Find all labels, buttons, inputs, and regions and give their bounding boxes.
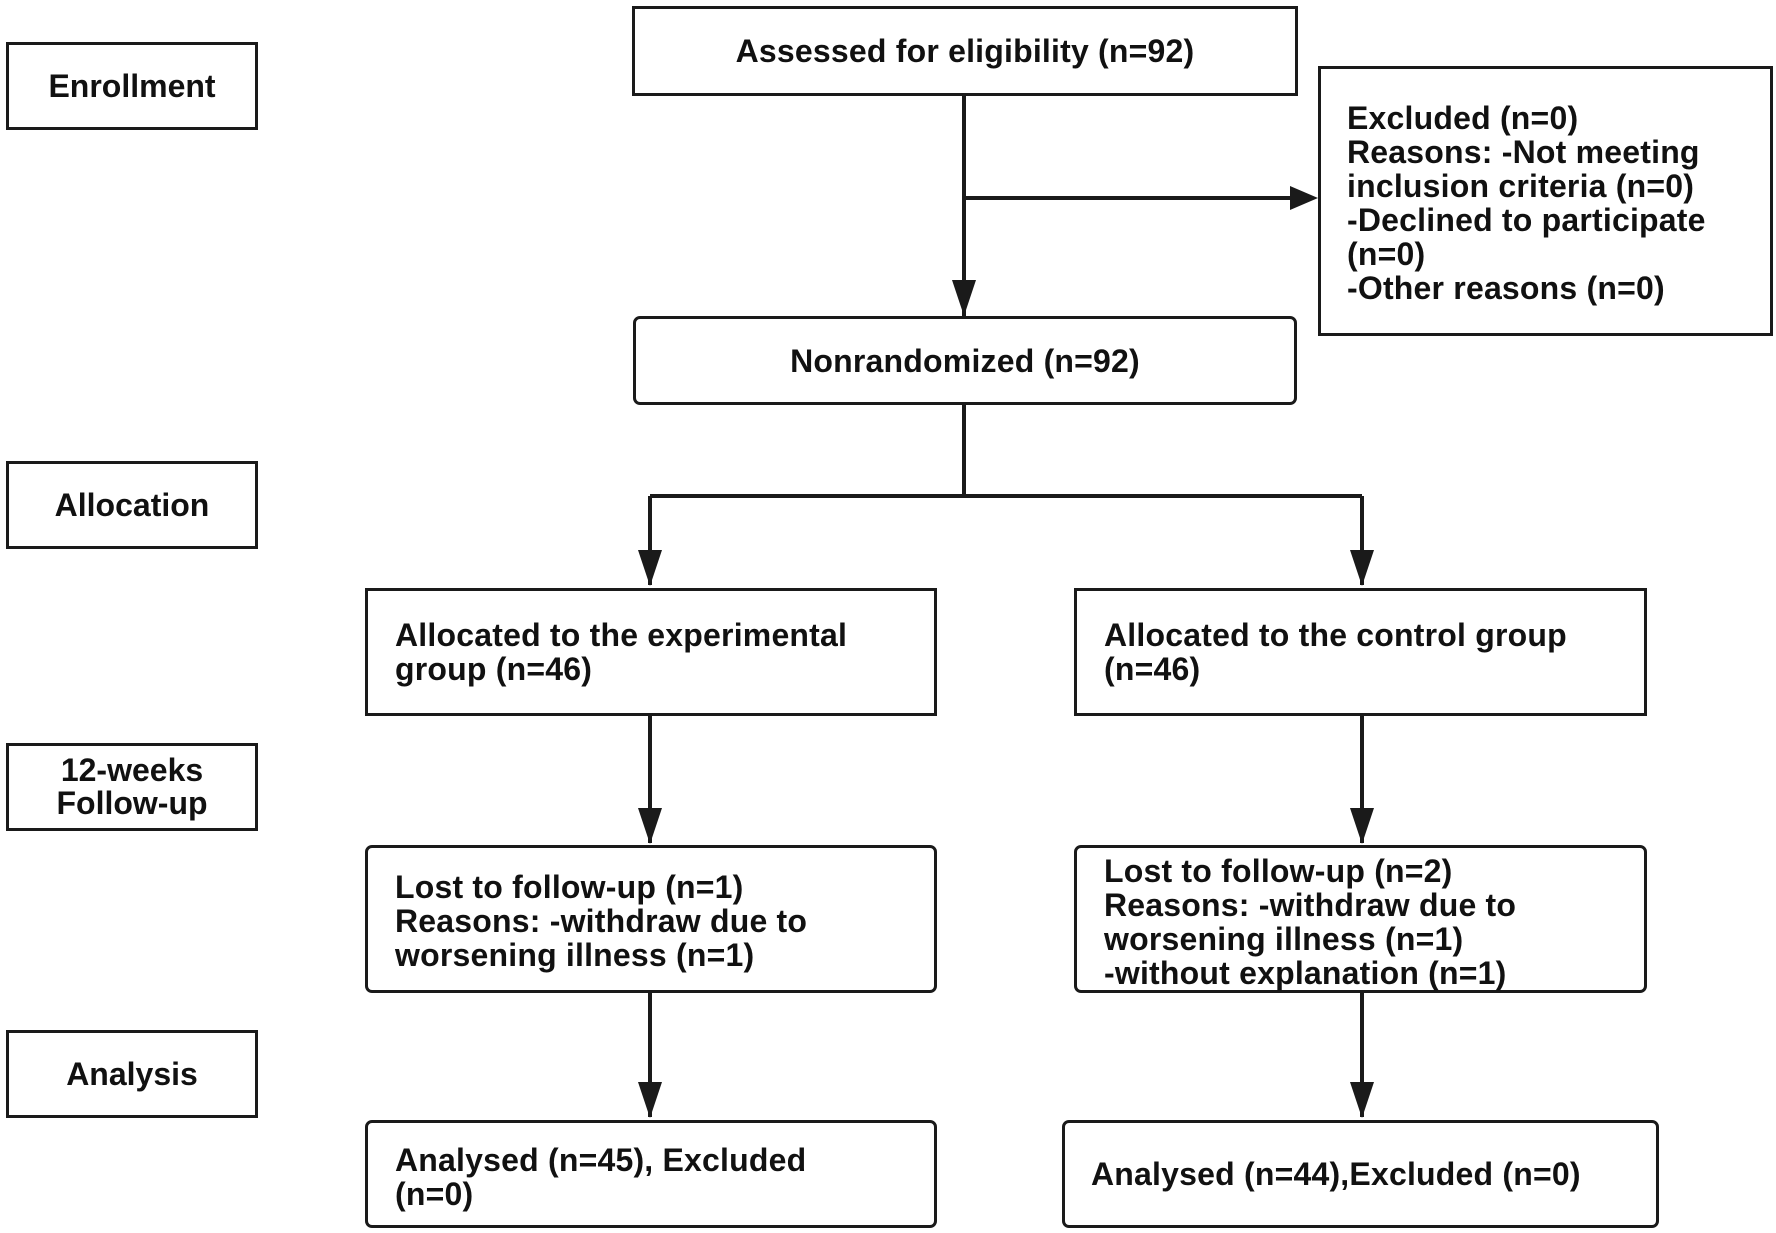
- experimental-analysed-line: Analysed (n=45), Excluded: [395, 1142, 807, 1178]
- stage-enrollment: Enrollment: [6, 42, 258, 130]
- nonrandomized-box: Nonrandomized (n=92): [633, 316, 1297, 405]
- experimental-lost-line: Lost to follow-up (n=1): [395, 869, 744, 905]
- nonrandomized-text: Nonrandomized (n=92): [790, 342, 1140, 379]
- stage-label: 12-weeks: [60, 752, 204, 788]
- arrowhead: [638, 550, 662, 586]
- assessed-box: Assessed for eligibility (n=92): [632, 6, 1298, 96]
- excluded-line: (n=0): [1347, 236, 1426, 272]
- arrowhead: [638, 1082, 662, 1118]
- excluded-box: Excluded (n=0) Reasons: -Not meeting inc…: [1318, 66, 1773, 336]
- stage-analysis: Analysis: [6, 1030, 258, 1118]
- control-allocated-line: (n=46): [1104, 651, 1201, 687]
- arrowhead: [952, 280, 976, 316]
- arrowhead: [1290, 186, 1318, 210]
- control-lost-box: Lost to follow-up (n=2) Reasons: -withdr…: [1074, 845, 1647, 993]
- arrowhead: [1350, 550, 1374, 586]
- stage-label: Follow-up: [56, 785, 208, 821]
- control-allocated-box: Allocated to the control group (n=46): [1074, 588, 1647, 716]
- stage-followup: 12-weeks Follow-up: [6, 743, 258, 831]
- stage-label: Analysis: [66, 1055, 198, 1092]
- assessed-text: Assessed for eligibility (n=92): [735, 33, 1195, 69]
- arrowhead: [1350, 1082, 1374, 1118]
- control-analysed-text: Analysed (n=44),Excluded (n=0): [1091, 1156, 1581, 1192]
- control-lost-line: worsening illness (n=1): [1104, 921, 1464, 957]
- control-lost-line: Reasons: -withdraw due to: [1104, 887, 1517, 923]
- experimental-analysed-line: (n=0): [395, 1176, 474, 1212]
- control-lost-line: Lost to follow-up (n=2): [1104, 853, 1453, 889]
- excluded-line: -Other reasons (n=0): [1347, 270, 1665, 306]
- arrowhead: [1350, 808, 1374, 844]
- excluded-line: inclusion criteria (n=0): [1347, 168, 1695, 204]
- stage-allocation: Allocation: [6, 461, 258, 549]
- experimental-allocated-line: Allocated to the experimental: [395, 617, 848, 653]
- excluded-line: Excluded (n=0): [1347, 100, 1579, 136]
- experimental-lost-box: Lost to follow-up (n=1) Reasons: -withdr…: [365, 845, 937, 993]
- experimental-allocated-line: group (n=46): [395, 651, 593, 687]
- excluded-line: Reasons: -Not meeting: [1347, 134, 1700, 170]
- experimental-lost-line: Reasons: -withdraw due to: [395, 903, 808, 939]
- control-analysed-box: Analysed (n=44),Excluded (n=0): [1062, 1120, 1659, 1228]
- excluded-line: -Declined to participate: [1347, 202, 1706, 238]
- experimental-allocated-box: Allocated to the experimental group (n=4…: [365, 588, 937, 716]
- control-allocated-line: Allocated to the control group: [1104, 617, 1567, 653]
- experimental-analysed-box: Analysed (n=45), Excluded (n=0): [365, 1120, 937, 1228]
- stage-label: Allocation: [54, 486, 210, 523]
- arrowhead: [638, 808, 662, 844]
- control-lost-line: -without explanation (n=1): [1104, 955, 1507, 991]
- stage-label: Enrollment: [48, 67, 216, 104]
- experimental-lost-line: worsening illness (n=1): [395, 937, 755, 973]
